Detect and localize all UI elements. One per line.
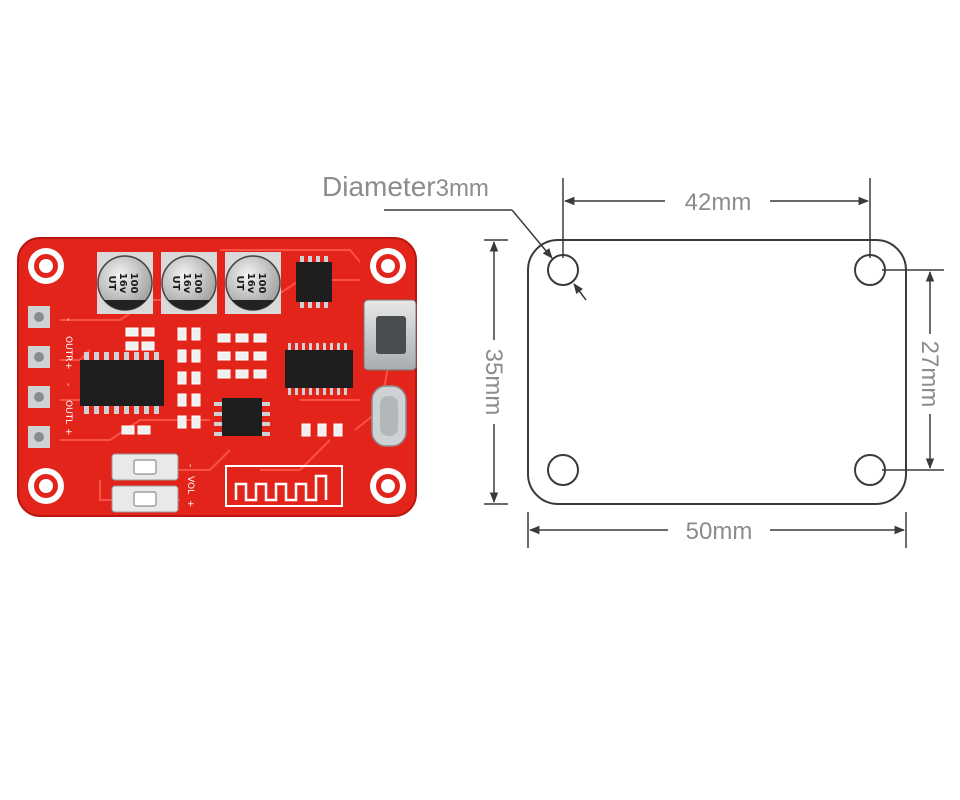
pcb-mounting-hole-tl	[28, 248, 64, 284]
hole-diameter-label: Diameter	[322, 171, 436, 202]
cap2-line1: 100	[192, 273, 203, 294]
hole-diameter-callout: Diameter3mm	[322, 171, 587, 301]
cap3-line2: 16v	[245, 273, 256, 294]
push-button-vol-plus	[111, 485, 179, 513]
pcb-mounting-hole-bl	[28, 468, 64, 504]
capacitor-3: 100 16v UT	[225, 252, 281, 314]
micro-usb-port	[363, 299, 417, 371]
capacitor-2: 100 16v UT	[161, 252, 217, 314]
hole-diameter-value: 3mm	[436, 175, 489, 202]
silk-outl-label: OUTL	[63, 400, 73, 424]
hole-bottom-right	[854, 454, 886, 486]
silkscreen-output-labels: - OUTR + - OUTL +	[63, 318, 73, 436]
silk-vol-plus: +	[185, 500, 195, 508]
dimension-right-height: 27mm	[882, 269, 944, 471]
dimension-bottom-width: 50mm	[527, 512, 907, 548]
output-pads	[28, 306, 50, 448]
silk-outr-label: OUTR	[63, 336, 73, 361]
cap1-line3: UT	[106, 276, 117, 291]
ic-bluetooth	[285, 343, 353, 395]
left-height-label: 35mm	[480, 349, 507, 416]
crystal-oscillator	[371, 385, 407, 447]
board-outline-drawing	[527, 239, 907, 505]
silk-vol-minus: -	[185, 464, 195, 467]
pcb-board: - OUTR + - OUTL + 100 16v UT 100 16v	[17, 237, 417, 517]
right-height-label: 27mm	[916, 341, 943, 408]
push-button-vol-minus	[111, 453, 179, 481]
board-outline	[527, 239, 907, 505]
hole-top-left	[547, 254, 579, 286]
silk-plus-r: +	[63, 362, 73, 370]
ic-amplifier	[80, 352, 164, 414]
pcb-mounting-hole-tr	[370, 248, 406, 284]
pcb-antenna	[225, 465, 343, 507]
svg-text:Diameter3mm: Diameter3mm	[322, 171, 489, 202]
ic-small-top	[296, 256, 332, 308]
dimension-top-width: 42mm	[562, 178, 871, 258]
silk-plus-l: +	[63, 428, 73, 436]
cap3-line3: UT	[234, 276, 245, 291]
cap1-line2: 16v	[117, 273, 128, 294]
smd-components	[121, 327, 343, 437]
silk-minus-r: -	[63, 318, 73, 321]
dimension-left-height: 35mm	[480, 239, 508, 505]
top-width-label: 42mm	[685, 189, 752, 216]
cap2-line3: UT	[170, 276, 181, 291]
bottom-width-label: 50mm	[686, 518, 753, 545]
cap3-line1: 100	[256, 273, 267, 294]
cap1-line1: 100	[128, 273, 139, 294]
ic-small-middle	[214, 398, 270, 436]
hole-top-right	[854, 254, 886, 286]
capacitor-1: 100 16v UT	[97, 252, 153, 314]
cap2-line2: 16v	[181, 273, 192, 294]
pcb-mounting-hole-br	[370, 468, 406, 504]
silk-minus-l: -	[63, 383, 73, 386]
hole-bottom-left	[547, 454, 579, 486]
silk-vol-label: VOL	[185, 476, 195, 494]
